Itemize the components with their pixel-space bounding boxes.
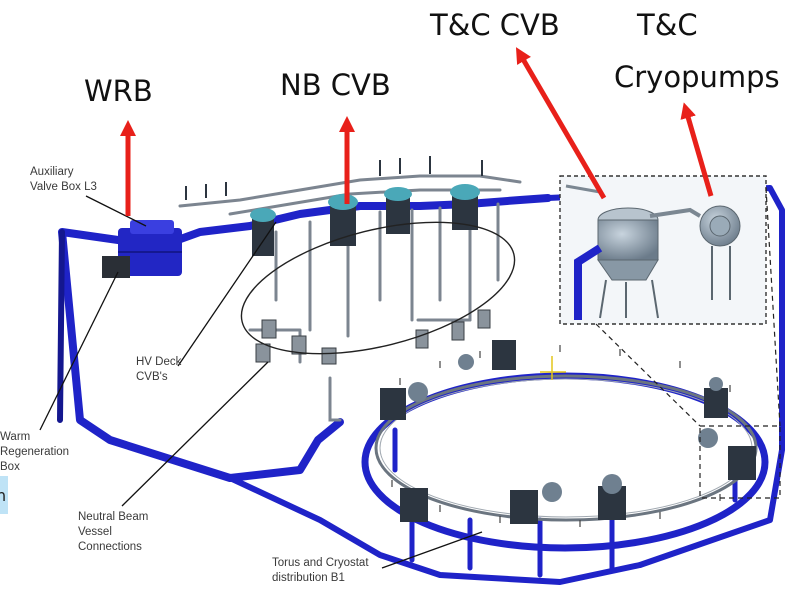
label-hv-deck: HV Deck CVB's xyxy=(136,355,181,385)
callout-wrb: WRB xyxy=(84,74,153,108)
torus-cvb-2 xyxy=(458,340,516,370)
callout-nb-cvb: NB CVB xyxy=(280,68,391,102)
callout-tc-cvb: T&C CVB xyxy=(430,8,560,42)
callout-tc-cryopumps-line2: Cryopumps xyxy=(614,60,780,94)
nb-gallery-verticals xyxy=(186,156,482,200)
tc-inset xyxy=(560,176,766,324)
nb-cvb-1 xyxy=(250,208,276,256)
callout-tc-cryopumps-line1: T&C xyxy=(637,8,698,42)
torus-cvb-3 xyxy=(704,377,728,418)
torus-inner-ring xyxy=(376,376,756,520)
torus-cvb-4 xyxy=(698,428,756,480)
clipped-edge-label: h xyxy=(0,476,8,514)
torus-cvb-7 xyxy=(400,488,428,522)
hv-deck-cvbs xyxy=(256,310,490,364)
label-neutral-beam: Neutral Beam Vessel Connections xyxy=(78,510,148,555)
label-warm-regen: Warm Regeneration Box xyxy=(0,430,69,475)
torus-cvb-6 xyxy=(510,482,562,524)
label-torus: Torus and Cryostat distribution B1 xyxy=(272,556,369,586)
torus-cvb-5 xyxy=(598,474,626,520)
clipped-edge-text: h xyxy=(0,486,6,505)
label-aux-valve-box: Auxiliary Valve Box L3 xyxy=(30,165,97,195)
warm-regeneration-box xyxy=(102,220,182,278)
torus-cvb-1 xyxy=(380,382,428,420)
